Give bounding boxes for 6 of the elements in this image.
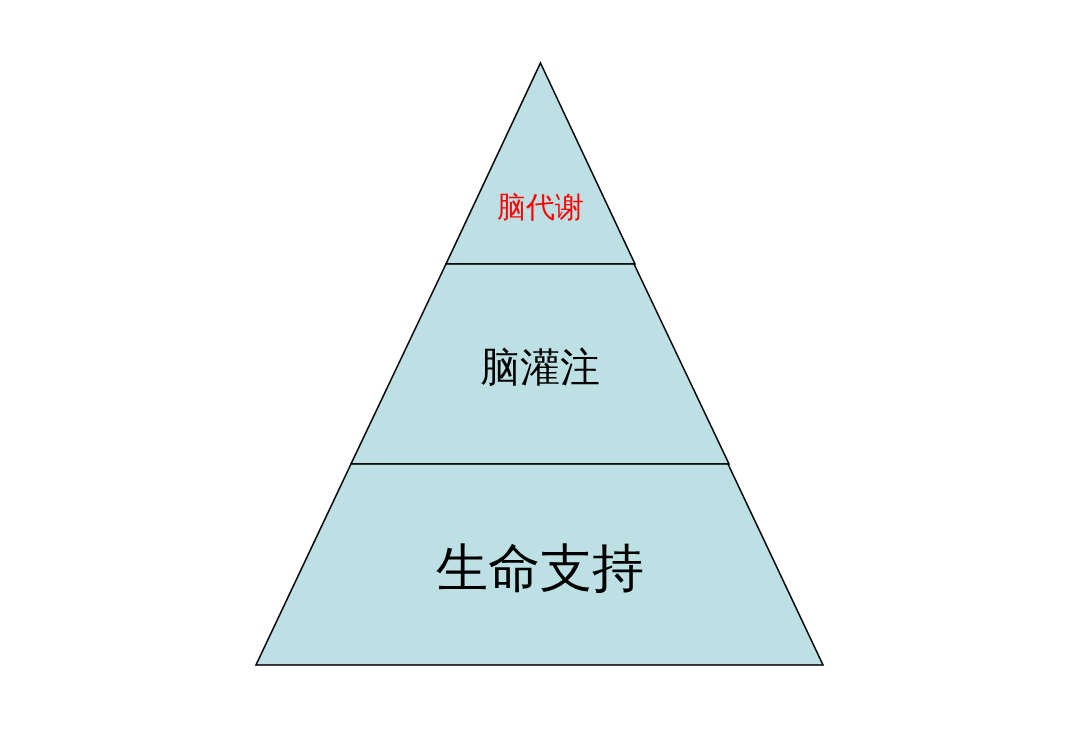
pyramid-base (256, 464, 823, 665)
pyramid-band (351, 264, 729, 464)
tier-label: 生命支持 (435, 542, 644, 594)
tier-label: 脑灌注 (480, 347, 600, 387)
pyramid-apex (446, 63, 635, 264)
tier-label: 脑代谢 (497, 192, 584, 222)
